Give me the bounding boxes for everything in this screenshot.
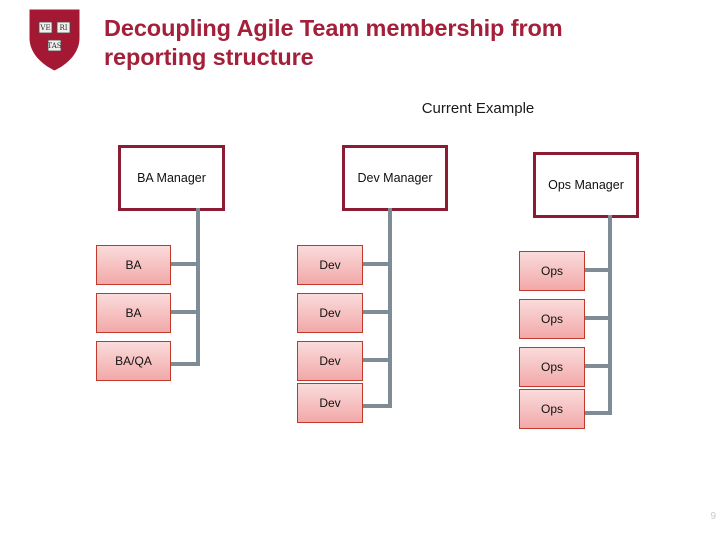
manager-box-ops-label: Ops Manager <box>548 178 624 192</box>
connector-branch-ba-2 <box>170 310 198 314</box>
connector-branch-dev-2 <box>362 310 390 314</box>
connector-branch-ba-3 <box>170 362 198 366</box>
staff-box-ops-2-label: Ops <box>540 312 563 326</box>
connector-branch-dev-4 <box>362 404 390 408</box>
manager-box-ba[interactable]: BA Manager <box>118 145 225 211</box>
staff-box-dev-1-label: Dev <box>319 258 341 272</box>
connector-branch-ba-1 <box>170 262 198 266</box>
connector-trunk-dev <box>388 208 392 408</box>
staff-box-dev-1[interactable]: Dev <box>297 245 363 285</box>
staff-box-dev-3-label: Dev <box>319 354 341 368</box>
staff-box-dev-2-label: Dev <box>319 306 341 320</box>
connector-trunk-ops <box>608 215 612 415</box>
svg-text:VE: VE <box>39 24 50 32</box>
diagram-caption: Current Example <box>0 100 720 117</box>
page-title: Decoupling Agile Team membership from re… <box>104 15 563 70</box>
staff-box-ops-4-label: Ops <box>540 402 563 416</box>
manager-box-dev[interactable]: Dev Manager <box>342 145 448 211</box>
staff-box-ops-1-label: Ops <box>540 264 563 278</box>
staff-box-dev-4-label: Dev <box>319 396 341 410</box>
staff-box-dev-2[interactable]: Dev <box>297 293 363 333</box>
connector-branch-ops-1 <box>584 268 612 272</box>
staff-box-dev-3[interactable]: Dev <box>297 341 363 381</box>
manager-box-ba-label: BA Manager <box>137 171 206 185</box>
staff-box-ops-3[interactable]: Ops <box>519 347 585 387</box>
connector-branch-dev-1 <box>362 262 390 266</box>
page-number: 9 <box>710 511 716 522</box>
staff-box-ba-2-label: BA <box>125 306 142 320</box>
staff-box-ba-3-label: BA/QA <box>115 354 152 368</box>
slide-header: VE RI TAS Decoupling Agile Team membersh… <box>0 0 720 92</box>
diagram-caption-text: Current Example <box>421 100 535 117</box>
staff-box-ba-3[interactable]: BA/QA <box>96 341 171 381</box>
connector-branch-ops-2 <box>584 316 612 320</box>
svg-text:TAS: TAS <box>47 42 61 50</box>
staff-box-ba-1[interactable]: BA <box>96 245 171 285</box>
manager-box-dev-label: Dev Manager <box>357 171 433 185</box>
staff-box-ops-4[interactable]: Ops <box>519 389 585 429</box>
staff-box-ops-3-label: Ops <box>540 360 563 374</box>
staff-box-ops-2[interactable]: Ops <box>519 299 585 339</box>
staff-box-ops-1[interactable]: Ops <box>519 251 585 291</box>
connector-branch-ops-3 <box>584 364 612 368</box>
staff-box-dev-4[interactable]: Dev <box>297 383 363 423</box>
connector-trunk-ba <box>196 208 200 366</box>
manager-box-ops[interactable]: Ops Manager <box>533 152 639 218</box>
staff-box-ba-2[interactable]: BA <box>96 293 171 333</box>
svg-text:RI: RI <box>59 24 67 32</box>
connector-branch-ops-4 <box>584 411 612 415</box>
staff-box-ba-1-label: BA <box>125 258 142 272</box>
harvard-veritas-shield-icon: VE RI TAS <box>29 9 80 71</box>
connector-branch-dev-3 <box>362 358 390 362</box>
